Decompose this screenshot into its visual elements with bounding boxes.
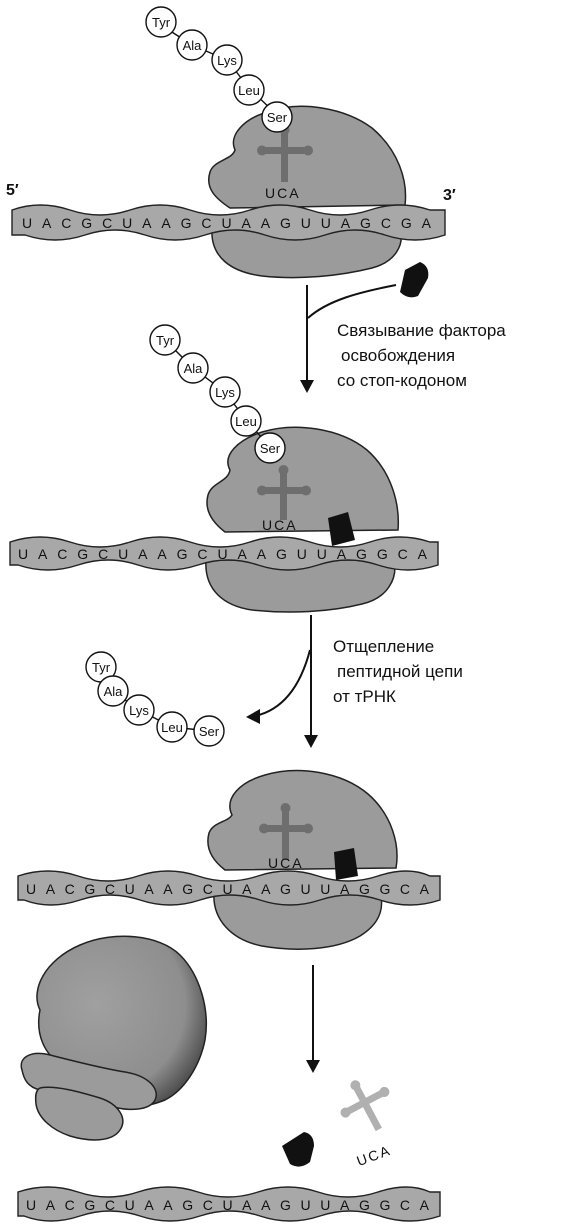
trna-free	[330, 1068, 404, 1142]
svg-text:от тРНК: от тРНК	[333, 687, 396, 706]
step-1-caption: Связывание фактора освобождения со стоп-…	[337, 321, 506, 390]
release-factor	[334, 848, 358, 880]
panel-2: UCA Tyr Ala Lys Leu Ser UACGCUAAGCUAAGUU…	[10, 325, 438, 612]
anticodon: UCA	[354, 1142, 393, 1169]
mrna-sequence: UACGCUAAGCUAAGUUAGGCA	[26, 1197, 430, 1213]
three-prime-label: 3′	[443, 187, 456, 204]
ribosome-large-subunit	[209, 106, 406, 208]
amino-acid-label: Leu	[238, 83, 260, 98]
step-2-caption: Отщепление пептидной цепи от тРНК	[333, 637, 463, 706]
released-peptide: Tyr Ala Lys Leu Ser	[86, 652, 224, 746]
anticodon: UCA	[262, 517, 298, 533]
amino-acid-label: Ser	[199, 724, 220, 739]
svg-text:со стоп-кодоном: со стоп-кодоном	[337, 371, 467, 390]
amino-acid-label: Lys	[217, 53, 237, 68]
step-2-arrowhead	[304, 735, 318, 748]
amino-acid-label: Tyr	[156, 333, 175, 348]
release-factor	[282, 1132, 314, 1167]
amino-acid-label: Ala	[184, 361, 204, 376]
svg-text:освобождения: освобождения	[341, 346, 455, 365]
step-1-arrowhead	[300, 380, 314, 393]
svg-text:Связывание фактора: Связывание фактора	[337, 321, 506, 340]
amino-acid-label: Leu	[161, 720, 183, 735]
amino-acid-label: Ala	[183, 38, 203, 53]
panel-3: UCA UACGCUAAGCUAAGUUAGGCA	[18, 771, 440, 950]
ribosome-large-subunit	[207, 427, 398, 532]
release-factor	[400, 262, 428, 297]
peptide-chain: Tyr Ala Lys Leu Ser	[150, 325, 285, 463]
amino-acid-label: Tyr	[92, 660, 111, 675]
svg-text:Отщепление: Отщепление	[333, 637, 434, 656]
mrna-sequence: UACGCUAAGCUAAGUUAGGCA	[26, 881, 430, 897]
amino-acid-label: Lys	[215, 385, 235, 400]
mrna-sequence: UACGCUAAGCUAAGUUAGGCA	[18, 546, 428, 562]
amino-acid-label: Tyr	[152, 15, 171, 30]
step-3-arrowhead	[306, 1060, 320, 1073]
anticodon: UCA	[265, 185, 301, 201]
release-curve-arrowhead	[246, 709, 260, 724]
amino-acid-label: Ala	[104, 684, 124, 699]
panel-4: UCA UACGCUAAGCUAAGUUAGGCA	[18, 936, 440, 1221]
amino-acid-label: Lys	[129, 703, 149, 718]
mrna-sequence: UACGCUAAGCUAAGUUAGCGA	[22, 215, 432, 231]
svg-text:пептидной цепи: пептидной цепи	[337, 662, 463, 681]
five-prime-label: 5′	[6, 182, 19, 199]
panel-1: UCA Tyr Ala Lys Leu Ser UACGCUAAGCUAAGUU…	[6, 7, 456, 278]
release-curve-arrow	[255, 650, 310, 716]
amino-acid-label: Ser	[260, 441, 281, 456]
binding-curve-arrow	[308, 285, 396, 318]
anticodon: UCA	[268, 855, 304, 871]
amino-acid-label: Ser	[267, 110, 288, 125]
amino-acid-label: Leu	[235, 414, 257, 429]
peptide-chain: Tyr Ala Lys Leu Ser	[146, 7, 292, 132]
